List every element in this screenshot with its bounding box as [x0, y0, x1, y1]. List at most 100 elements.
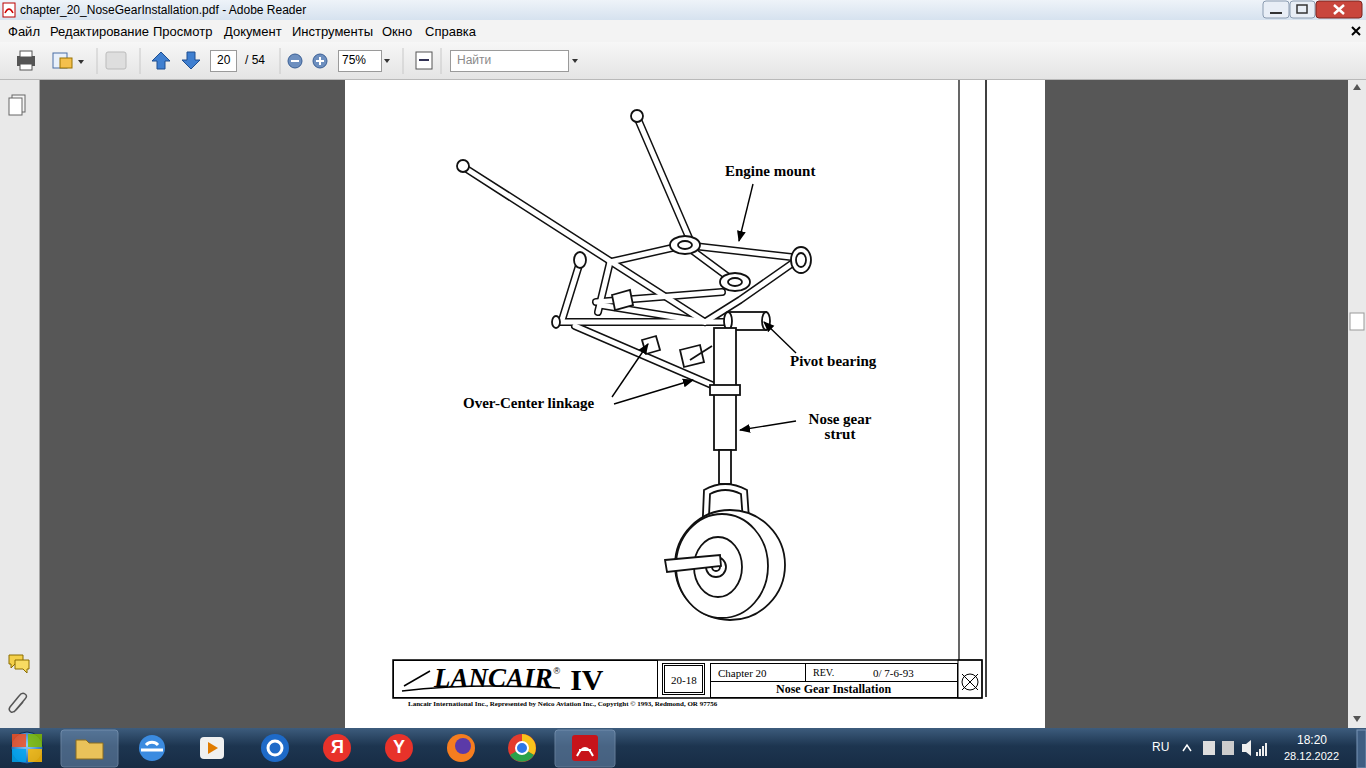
taskbar-icons	[28, 749, 42, 762]
mount-fittings	[678, 241, 692, 249]
scroll-bar-parts	[1353, 716, 1361, 722]
taskbar-icons	[1259, 749, 1261, 756]
menu-item: Просмотр	[153, 24, 212, 40]
menu-item: Окно	[382, 24, 412, 40]
taskbar-icons	[572, 735, 598, 761]
menu-item: Справка	[425, 24, 476, 40]
window-buttons	[1334, 5, 1344, 14]
window-buttons	[1263, 1, 1289, 18]
tool-bar	[0, 42, 1366, 80]
toolbar-icons	[288, 54, 302, 68]
toolbar-icons	[416, 52, 432, 69]
toolbar-icons	[152, 52, 170, 69]
language-indicator: RU	[1152, 740, 1169, 754]
input-fields	[339, 51, 382, 72]
toolbar-icons	[291, 60, 299, 62]
scroll-bar-parts	[1350, 313, 1364, 330]
side-icons	[9, 98, 22, 115]
over-center-linkage	[680, 345, 704, 367]
nose-wheel	[665, 510, 785, 620]
toolbar-icons	[384, 59, 390, 63]
engine-mount-tubes	[465, 117, 800, 392]
page-number: 20	[217, 53, 230, 67]
toolbar-icons	[60, 58, 72, 68]
window-title: chapter_20_NoseGearInstallation.pdf - Ad…	[20, 3, 306, 17]
zoom-value: 75%	[342, 53, 366, 67]
engine-mount-tubes	[465, 117, 800, 392]
over-center-linkage	[612, 290, 633, 310]
taskbar-icons	[61, 730, 118, 767]
app-icon	[5, 9, 13, 13]
over-center-linkage	[612, 290, 712, 367]
toolbar-icons	[403, 48, 404, 74]
menu-item: Инструменты	[292, 24, 373, 40]
app-icon	[3, 3, 15, 17]
mount-fittings	[457, 160, 469, 172]
side-icons	[9, 95, 29, 712]
mount-fittings	[552, 316, 560, 328]
taskbar-icons	[208, 742, 218, 754]
chapter-cell: Chapter 20	[710, 663, 806, 682]
side-icons	[9, 693, 26, 712]
page-frame	[962, 674, 978, 690]
taskbar-icons	[141, 742, 163, 750]
nose-gear-strut	[710, 385, 740, 395]
over-center-linkage	[642, 336, 660, 354]
mount-fittings	[728, 278, 742, 286]
scroll-bar-parts	[1353, 84, 1361, 90]
input-fields	[211, 51, 237, 72]
taskbar-icons	[1183, 745, 1191, 751]
node-text: REV.	[813, 667, 834, 678]
page-ref-box: 20-18	[662, 663, 705, 695]
over-center-linkage	[690, 346, 712, 360]
taskbar-icons	[28, 734, 42, 747]
node-text: Nose Gear Installation	[776, 683, 891, 696]
mount-fittings	[574, 252, 586, 268]
menu-item: Редактирование	[50, 24, 149, 40]
toolbar-icons	[17, 48, 578, 74]
close-doc-icon	[1352, 27, 1360, 35]
node-text: IV	[570, 663, 603, 696]
page-frame	[393, 660, 982, 698]
engine-mount-tubes	[575, 326, 728, 392]
side-icons	[15, 660, 29, 673]
toolbar-icons	[280, 48, 281, 74]
toolbar-icons	[78, 60, 84, 64]
window-buttons	[1297, 5, 1307, 13]
input-fields	[451, 51, 569, 72]
pdf-page	[345, 80, 1045, 728]
side-panel	[0, 80, 40, 728]
taskbar-icons	[508, 734, 536, 762]
node-text: 20-18	[671, 674, 697, 686]
toolbar-icons	[97, 48, 98, 74]
mount-fittings	[457, 110, 811, 328]
menu-item: Документ	[224, 24, 282, 40]
nose-gear-strut	[719, 450, 731, 484]
engine-mount-tubes	[637, 117, 690, 240]
leader-arrows	[612, 184, 796, 430]
taskbar-icons	[12, 734, 26, 747]
toolbar-icons	[182, 52, 200, 69]
menu-item: Файл	[8, 24, 40, 40]
node-text: 0/ 7-6-93	[873, 667, 914, 679]
taskbar-icons	[261, 734, 289, 762]
taskbar-icons	[268, 741, 282, 755]
toolbar-icons	[319, 57, 321, 65]
logo-cell: LANCAIR®IV	[393, 660, 658, 698]
toolbar-icons	[572, 59, 578, 63]
taskbar-icons	[76, 740, 103, 759]
engine-mount-tubes	[556, 320, 740, 325]
leader-arrows	[764, 322, 796, 353]
taskbar-icons	[1222, 741, 1234, 755]
input-fields	[211, 51, 569, 72]
close-doc-icon	[1352, 27, 1360, 35]
taskbar-icons	[1256, 752, 1258, 756]
toolbar-icons	[419, 59, 429, 61]
leader-arrows	[740, 421, 796, 430]
taskbar-icons	[200, 737, 224, 759]
mount-fittings	[791, 247, 811, 273]
taskbar-icons	[11, 732, 43, 764]
revision-cell: REV. 0/ 7-6-93	[805, 663, 958, 682]
section-title-cell: Nose Gear Installation	[710, 681, 958, 698]
clock-date: 28.12.2022	[1284, 750, 1339, 763]
